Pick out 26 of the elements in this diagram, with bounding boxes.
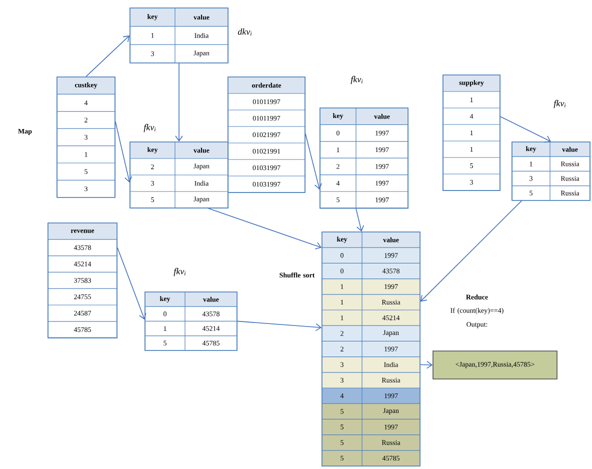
table-caption: fkv$_{i}$ <box>554 100 566 108</box>
table-caption: fkv$_{i}$ <box>174 268 186 276</box>
data-table <box>130 8 228 64</box>
data-table <box>130 142 228 208</box>
table-caption: dkv$_{i}$ <box>238 28 252 36</box>
arrow <box>420 200 522 302</box>
data-table <box>48 222 118 338</box>
arrow <box>208 208 322 250</box>
arrow <box>305 133 322 190</box>
arrow <box>115 121 132 183</box>
data-table <box>228 76 306 193</box>
arrow <box>500 116 551 143</box>
data-table <box>56 76 116 198</box>
table-caption: fkv$_{i}$ <box>144 124 156 132</box>
data-table <box>442 74 500 191</box>
arrow <box>175 62 183 142</box>
arrow <box>237 320 322 332</box>
data-table <box>320 108 408 209</box>
arrow <box>86 35 130 77</box>
data-table <box>322 232 420 466</box>
data-table <box>512 142 590 201</box>
table-caption: fkv$_{i}$ <box>350 76 363 84</box>
arrow <box>420 360 433 369</box>
data-table <box>144 292 238 351</box>
arrow <box>117 247 146 320</box>
arrow <box>356 208 364 232</box>
